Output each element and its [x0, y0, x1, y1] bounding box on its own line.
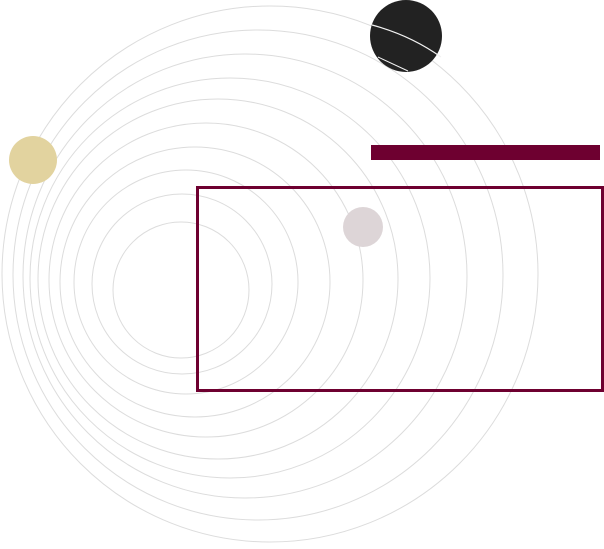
ring	[1, 5, 539, 543]
accent-bar	[371, 145, 600, 160]
content-frame	[196, 186, 604, 392]
grey-orb-icon	[343, 207, 383, 247]
ring	[12, 29, 504, 521]
ring	[59, 146, 331, 418]
dark-orb-icon	[370, 0, 442, 72]
ring	[91, 193, 273, 375]
ring	[48, 122, 364, 438]
ring	[37, 98, 399, 460]
concentric-circles-decoration	[1, 5, 539, 543]
gold-orb-icon	[9, 136, 57, 184]
ring	[112, 221, 250, 359]
ring	[29, 77, 431, 479]
ring	[73, 169, 299, 395]
ring	[22, 53, 468, 499]
